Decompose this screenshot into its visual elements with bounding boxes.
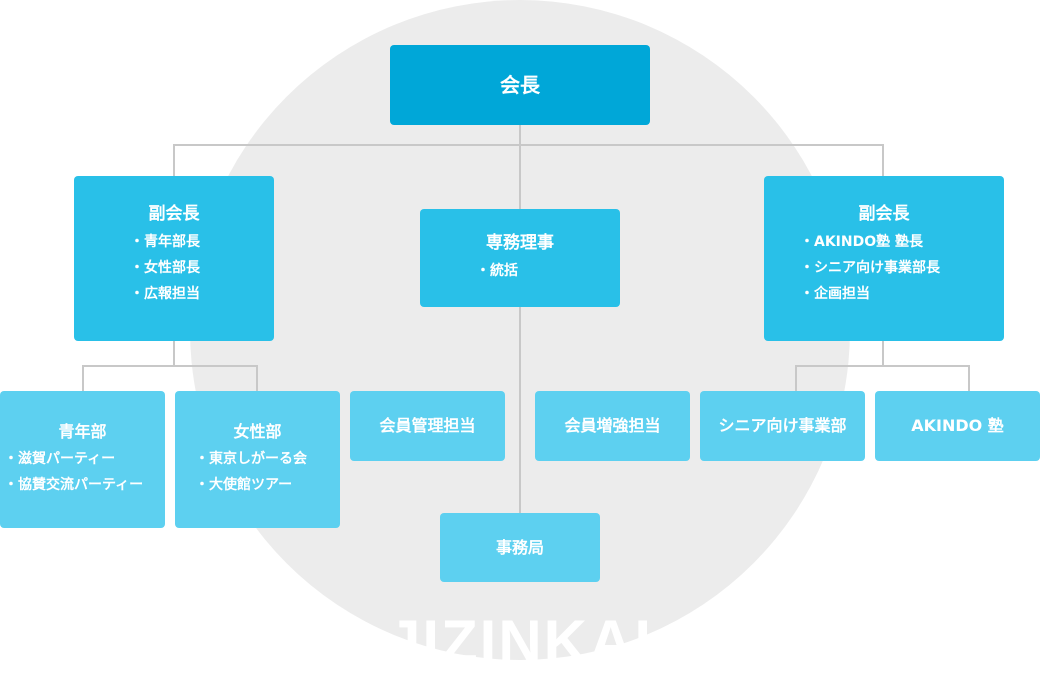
womens-division-box: 女性部 東京しがーる会 大使館ツアー bbox=[175, 391, 340, 528]
vice-president-right-title: 副会長 bbox=[858, 204, 910, 224]
vice-right-item: AKINDO塾 塾長 bbox=[800, 235, 1004, 249]
connector-to-senior bbox=[795, 365, 797, 392]
secretariat-box: 事務局 bbox=[440, 513, 600, 582]
youth-item: 滋賀パーティー bbox=[4, 452, 165, 466]
watermark-text: JIZINKAI bbox=[386, 608, 654, 675]
vice-left-item: 女性部長 bbox=[130, 261, 274, 275]
youth-division-title: 青年部 bbox=[58, 422, 107, 441]
connector-to-vice-left bbox=[173, 144, 175, 176]
senior-division-title: シニア向け事業部 bbox=[718, 416, 847, 435]
vice-left-item: 広報担当 bbox=[130, 287, 274, 301]
member-management-title: 会員管理担当 bbox=[379, 416, 476, 435]
member-recruitment-box: 会員増強担当 bbox=[535, 391, 690, 461]
womens-division-title: 女性部 bbox=[233, 422, 282, 441]
connector-to-women bbox=[256, 365, 258, 392]
director-item: 統括 bbox=[476, 264, 620, 278]
vice-president-left-box: 副会長 青年部長 女性部長 広報担当 bbox=[74, 176, 274, 341]
president-title: 会長 bbox=[500, 73, 540, 97]
connector-to-vice-right bbox=[882, 144, 884, 176]
connector-president-down bbox=[519, 125, 521, 145]
member-recruitment-title: 会員増強担当 bbox=[564, 416, 661, 435]
women-item: 東京しがーる会 bbox=[195, 452, 340, 466]
vice-right-item: シニア向け事業部長 bbox=[800, 261, 1004, 275]
connector-director-to-secretariat bbox=[519, 306, 521, 514]
connector-left-horizontal bbox=[82, 365, 258, 367]
vice-right-item: 企画担当 bbox=[800, 287, 1004, 301]
member-management-box: 会員管理担当 bbox=[350, 391, 505, 461]
vice-president-right-box: 副会長 AKINDO塾 塾長 シニア向け事業部長 企画担当 bbox=[764, 176, 1004, 341]
connector-to-director bbox=[519, 144, 521, 209]
connector-right-horizontal bbox=[795, 365, 970, 367]
youth-division-box: 青年部 滋賀パーティー 協賛交流パーティー bbox=[0, 391, 165, 528]
vice-left-item: 青年部長 bbox=[130, 235, 274, 249]
president-box: 会長 bbox=[390, 45, 650, 125]
youth-item: 協賛交流パーティー bbox=[4, 478, 165, 492]
connector-to-akindo bbox=[968, 365, 970, 392]
connector-to-youth bbox=[82, 365, 84, 392]
connector-vice-right-down bbox=[882, 340, 884, 367]
vice-president-left-title: 副会長 bbox=[148, 204, 200, 224]
secretariat-title: 事務局 bbox=[495, 537, 544, 557]
managing-director-title: 専務理事 bbox=[486, 233, 554, 253]
connector-top-horizontal bbox=[173, 144, 884, 146]
connector-vice-left-down bbox=[173, 340, 175, 367]
managing-director-box: 専務理事 統括 bbox=[420, 209, 620, 307]
akindo-juku-title: AKINDO 塾 bbox=[911, 416, 1004, 435]
akindo-juku-box: AKINDO 塾 bbox=[875, 391, 1040, 461]
senior-division-box: シニア向け事業部 bbox=[700, 391, 865, 461]
women-item: 大使館ツアー bbox=[195, 478, 340, 492]
